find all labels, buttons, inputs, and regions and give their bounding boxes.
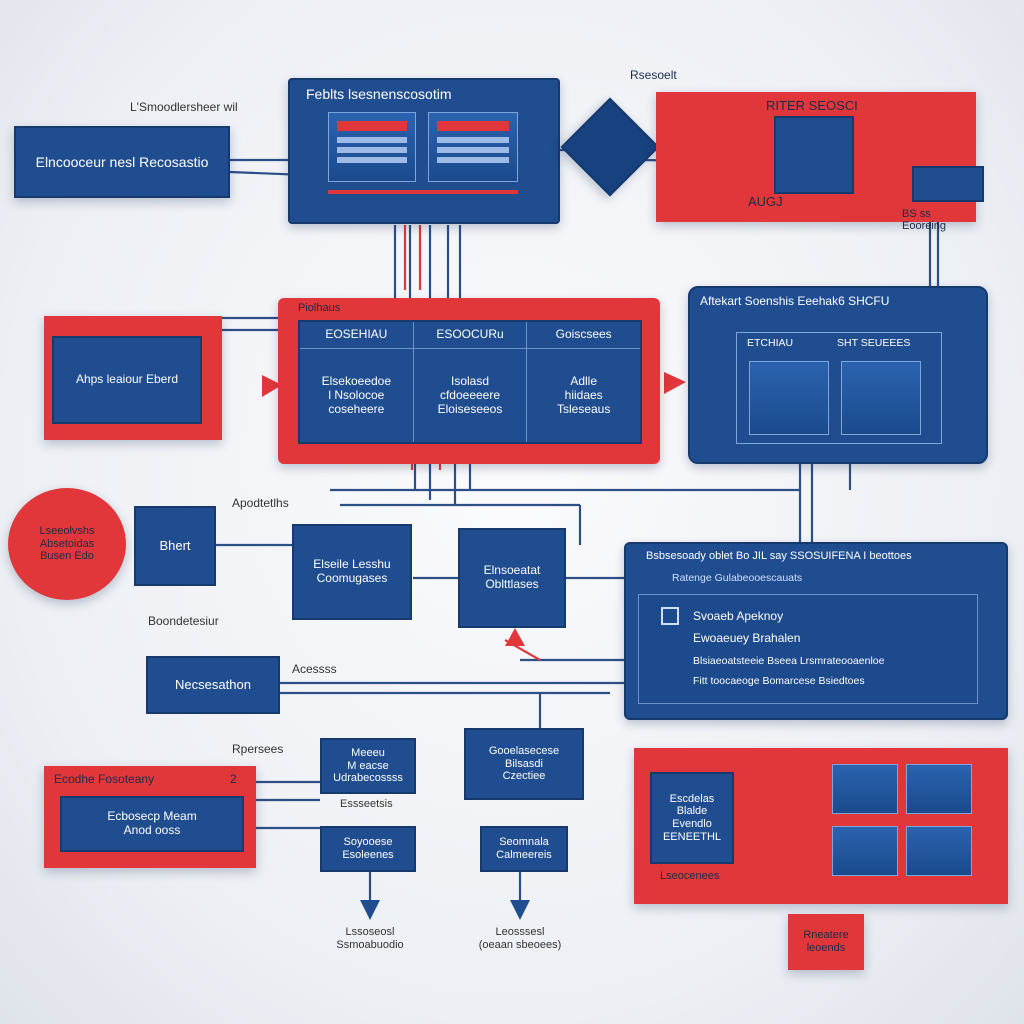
label-reprhenen: Rpersees — [232, 742, 284, 756]
br-panel: Escdelas Blalde Evendlo EENEETHL Lseocen… — [634, 748, 1008, 904]
module-right — [428, 112, 518, 182]
box-short: Bhert — [134, 506, 216, 586]
br-caption: Lseocenees — [660, 870, 720, 882]
br-screen-1 — [832, 764, 898, 814]
top-right-badge: BS ss Eooreing — [902, 208, 947, 232]
mid-left-panel: Ahps leaiour Eberd — [44, 316, 222, 440]
left-circle: Lseeolvshs Absetoidas Busen Edo — [8, 488, 126, 600]
box-b: Elnsoeatat Oblttlases — [458, 528, 566, 628]
mid-left-box: Ahps leaiour Eberd — [52, 336, 202, 424]
right-item-2: Ewoaeuey Brahalen — [693, 631, 801, 645]
mid-col-1-head: EOSEHIAU — [300, 322, 413, 349]
right-item-4: Fitt toocaeoge Bomarcese Bsiedtoes — [693, 675, 865, 687]
right-panel-sub: Ratenge Gulabeooescauats — [672, 572, 803, 584]
br-tag: Rneatere leoends — [788, 914, 864, 970]
mid-col-2-body: Isolasd cfdoeeeere Eloiseseeos — [437, 374, 503, 416]
right-item-1: Svoaeb Apeknoy — [693, 609, 784, 623]
box-mid-2: Seomnala Calmeereis — [480, 826, 568, 872]
mid-right-header-a: ETCHIAU — [747, 337, 794, 349]
mid-col-3-head: Goiscsees — [527, 322, 641, 349]
box-small-1: Meeeu M eacse Udrabecossss — [320, 738, 416, 794]
box-necessal: Necsesathon — [146, 656, 280, 714]
mid-col-3: Goiscsees Adlle hiidaes Tsleseaus — [526, 322, 641, 442]
mid-right-panel: Aftekart Soenshis Eeehak6 SHCFU ETCHIAU … — [688, 286, 988, 464]
box-mid-1: Gooelasecese Bilsasdi Czectiee — [464, 728, 584, 800]
mid-center-panel: Piolhaus EOSEHIAU Elsekoeedoe l Nsolocoe… — [278, 298, 660, 464]
br-box: Escdelas Blalde Evendlo EENEETHL — [650, 772, 734, 864]
top-right-panel: RITER SEOSCI AUGJ BS ss Eooreing — [656, 92, 984, 232]
top-left-label: L'Smoodlersheer wil — [130, 100, 238, 114]
top-right-title: RITER SEOSCI — [766, 98, 858, 113]
pink-title: Ecodhe Fosoteany — [54, 772, 155, 786]
right-panel-list: Svoaeb Apeknoy Ewoaeuey Brahalen Blsiaeo… — [638, 594, 978, 704]
top-right-sub: AUGJ — [748, 194, 783, 209]
mid-right-screen-2 — [841, 361, 921, 435]
mid-col-2-head: ESOOCURu — [413, 322, 527, 349]
pink-badge: 2 — [230, 772, 237, 786]
mid-center-table: EOSEHIAU Elsekoeedoe l Nsolocoe coseheer… — [298, 320, 642, 444]
right-panel-title: Bsbsesoady oblet Bo JIL say SSOSUIFENA I… — [646, 550, 912, 562]
pink-box: Ecbosecp Meam Anod ooss — [60, 796, 244, 852]
br-screen-3 — [832, 826, 898, 876]
bottom-label-2: Leosssesl (oeaan sbeoees) — [478, 926, 562, 951]
mid-col-1: EOSEHIAU Elsekoeedoe l Nsolocoe coseheer… — [300, 322, 413, 442]
mid-right-screen-1 — [749, 361, 829, 435]
mid-right-title: Aftekart Soenshis Eeehak6 SHCFU — [700, 294, 890, 308]
module-left — [328, 112, 416, 182]
label-essesse: Essseetsis — [340, 798, 393, 810]
mid-right-frame: ETCHIAU SHT SEUEEES — [736, 332, 942, 444]
row3-label: Apodtetlhs — [232, 496, 289, 510]
top-center-caption: Rsesoelt — [630, 68, 677, 82]
right-panel: Bsbsesoady oblet Bo JIL say SSOSUIFENA I… — [624, 542, 1008, 720]
mid-col-2: ESOOCURu Isolasd cfdoeeeere Eloiseseeos — [412, 322, 527, 442]
top-center-panel: Feblts lsesnenscosotim — [288, 78, 560, 224]
bottom-label-1: Lssoseosl Ssmoabuodio — [336, 926, 404, 951]
box-small-2: Soyooese Esoleenes — [320, 826, 416, 872]
top-right-chip — [912, 166, 984, 202]
mid-center-header: Piolhaus — [298, 302, 341, 314]
pink-panel: Ecodhe Fosoteany 2 Ecbosecp Meam Anod oo… — [44, 766, 256, 868]
right-item-3: Blsiaeoatsteeie Bseea Lrsmrateooaenloe — [693, 655, 885, 667]
br-screen-2 — [906, 764, 972, 814]
label-access: Acessss — [292, 662, 337, 676]
list-icon — [661, 607, 679, 625]
box-a: Elseile Lesshu Coomugases — [292, 524, 412, 620]
top-right-device — [774, 116, 854, 194]
top-center-title: Feblts lsesnenscosotim — [306, 86, 452, 102]
br-screen-4 — [906, 826, 972, 876]
mid-col-3-body: Adlle hiidaes Tsleseaus — [556, 374, 611, 416]
mid-right-header-b: SHT SEUEEES — [837, 337, 911, 349]
label-beode: Boondetesiur — [148, 614, 219, 628]
mid-col-1-body: Elsekoeedoe l Nsolocoe coseheere — [321, 374, 392, 416]
top-left-box: Elncooceur nesl Recosastio — [14, 126, 230, 198]
